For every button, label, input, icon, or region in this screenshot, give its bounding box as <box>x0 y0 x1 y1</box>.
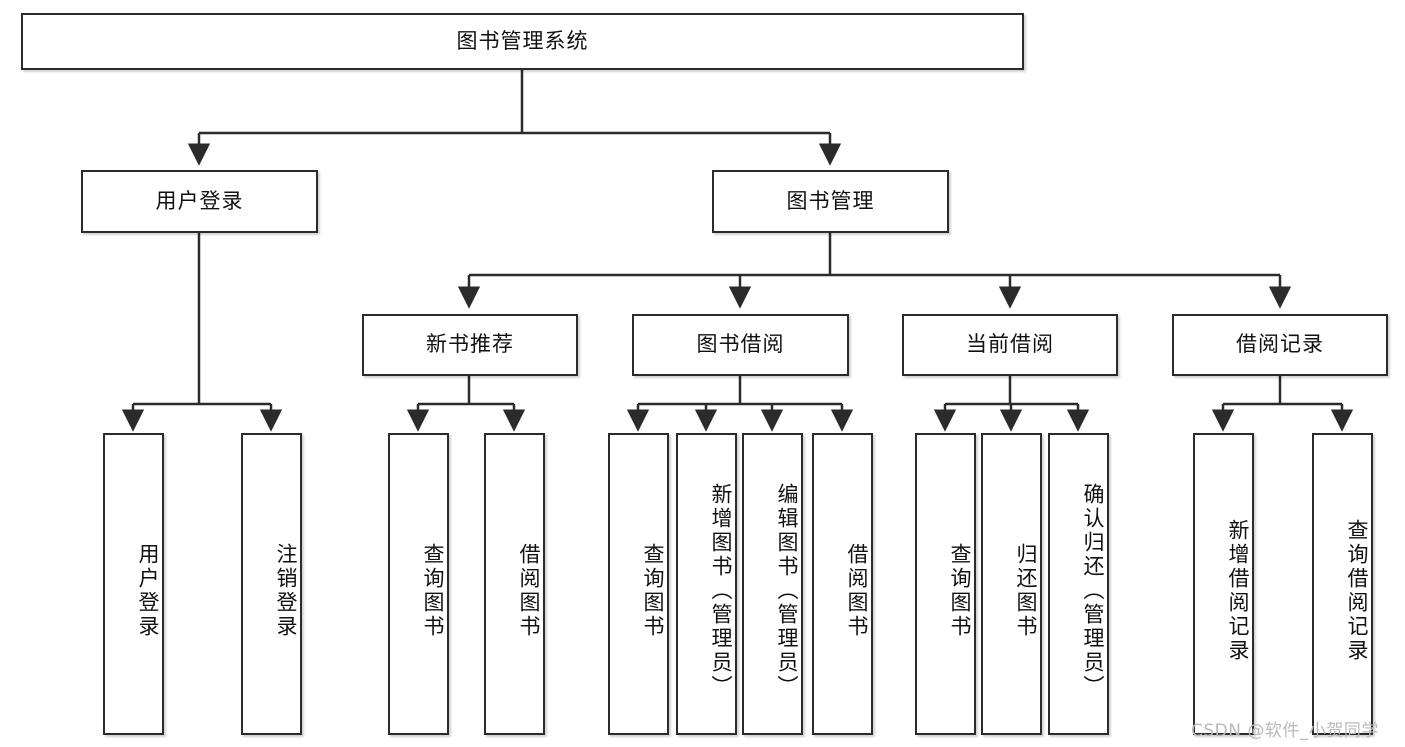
leaf-label: 借阅图书 <box>845 543 869 639</box>
leaf-label: 查询借阅记录 <box>1345 519 1369 663</box>
node-borrow-records[interactable]: 借阅记录 <box>1172 314 1388 376</box>
leaf-borrow-records-0[interactable]: 新增借阅记录 <box>1193 433 1254 735</box>
leaf-book-borrow-2[interactable]: 编辑图书（管理员） <box>742 433 803 735</box>
leaf-user-login-1[interactable]: 注销登录 <box>241 433 302 735</box>
node-current-borrow[interactable]: 当前借阅 <box>902 314 1118 376</box>
leaf-user-login-0[interactable]: 用户登录 <box>103 433 164 735</box>
leaf-current-borrow-1[interactable]: 归还图书 <box>981 433 1042 735</box>
node-book-management-label: 图书管理 <box>786 188 875 213</box>
node-book-borrow-label: 图书借阅 <box>696 332 785 357</box>
leaf-label: 归还图书 <box>1014 543 1038 639</box>
leaf-borrow-records-1[interactable]: 查询借阅记录 <box>1312 433 1373 735</box>
node-current-borrow-label: 当前借阅 <box>966 332 1054 357</box>
node-book-borrow[interactable]: 图书借阅 <box>632 314 849 376</box>
watermark: CSDN @软件_小贺同学 <box>1191 721 1379 741</box>
node-root-label: 图书管理系统 <box>456 28 589 53</box>
leaf-label: 新增图书（管理员） <box>709 483 733 699</box>
leaf-label: 查询图书 <box>641 543 665 639</box>
node-root[interactable]: 图书管理系统 <box>21 13 1024 70</box>
node-user-login[interactable]: 用户登录 <box>81 170 318 233</box>
leaf-book-borrow-0[interactable]: 查询图书 <box>608 433 669 735</box>
node-borrow-records-label: 借阅记录 <box>1236 332 1324 357</box>
leaf-book-borrow-1[interactable]: 新增图书（管理员） <box>676 433 737 735</box>
leaf-label: 查询图书 <box>948 543 972 639</box>
leaf-label: 编辑图书（管理员） <box>775 483 799 699</box>
node-user-login-label: 用户登录 <box>155 188 244 213</box>
leaf-label: 注销登录 <box>274 543 298 639</box>
leaf-new-book-recommend-1[interactable]: 借阅图书 <box>484 433 545 735</box>
leaf-new-book-recommend-0[interactable]: 查询图书 <box>388 433 449 735</box>
node-new-book-recommend-label: 新书推荐 <box>426 332 514 357</box>
leaf-label: 查询图书 <box>421 543 445 639</box>
leaf-label: 新增借阅记录 <box>1226 519 1250 663</box>
node-new-book-recommend[interactable]: 新书推荐 <box>362 314 578 376</box>
leaf-label: 用户登录 <box>136 543 160 639</box>
leaf-current-borrow-2[interactable]: 确认归还（管理员） <box>1048 433 1109 735</box>
leaf-label: 确认归还（管理员） <box>1081 483 1105 699</box>
leaf-book-borrow-3[interactable]: 借阅图书 <box>812 433 873 735</box>
leaf-label: 借阅图书 <box>517 543 541 639</box>
leaf-current-borrow-0[interactable]: 查询图书 <box>915 433 976 735</box>
node-book-management[interactable]: 图书管理 <box>712 170 949 233</box>
